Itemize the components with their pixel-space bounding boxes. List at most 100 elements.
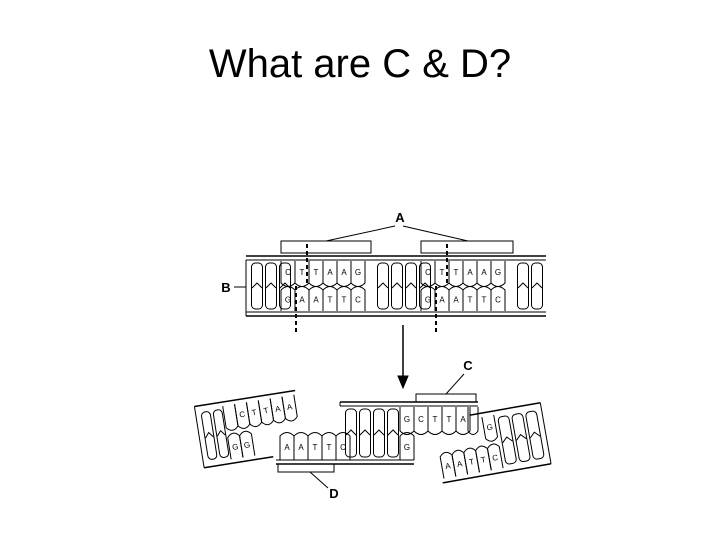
top-base-letter: C <box>285 268 291 277</box>
bond-zigzag <box>216 429 226 437</box>
top-base-slot <box>281 394 298 422</box>
bond-zigzag <box>345 429 357 436</box>
frag-left-top-rail <box>194 389 296 408</box>
label-b-group: B <box>221 260 247 316</box>
bond-zigzag <box>405 282 417 289</box>
top-base-letter: C <box>425 268 431 277</box>
label-d-group: D <box>277 463 339 501</box>
bond-zigzag <box>359 429 371 436</box>
bottom-base-letter: T <box>342 296 347 305</box>
label-c-group: C <box>415 358 477 403</box>
site-bracket-2 <box>420 240 514 254</box>
base-pair-cell <box>212 409 230 458</box>
frag-left-bottom-rail <box>203 456 274 469</box>
frag-left-end <box>193 406 205 468</box>
bond-zigzag <box>251 282 263 289</box>
bottom-base-letter: A <box>284 443 290 452</box>
bottom-base-letter: A <box>298 443 304 452</box>
frag-right-top-rail <box>469 401 541 416</box>
bottom-base-letter: T <box>468 457 474 467</box>
bond-zigzag <box>502 436 513 444</box>
base-pair-cell <box>405 262 417 310</box>
bond-zigzag <box>517 282 529 289</box>
label-c: C <box>463 358 473 373</box>
bottom-base-letter: C <box>495 296 501 305</box>
base-pair-cell <box>517 262 529 310</box>
pointer-c <box>445 373 465 395</box>
bottom-base-letter: T <box>313 443 318 452</box>
bottom-base-letter: G <box>425 296 431 305</box>
bottom-base-letter: A <box>453 296 459 305</box>
base-pair-cell <box>387 408 399 458</box>
bond-zigzag <box>265 282 277 289</box>
top-base-letter: T <box>300 268 305 277</box>
base-pair-cell <box>525 410 545 460</box>
frag-right-bottom-rail <box>442 463 552 484</box>
label-a-group: A <box>280 210 514 254</box>
top-base-letter: A <box>467 268 473 277</box>
top-base-letter: T <box>314 268 319 277</box>
top-base-slot <box>481 414 499 442</box>
reaction-arrow <box>397 325 409 390</box>
bond-zigzag <box>377 282 389 289</box>
bottom-base-letter: A <box>299 296 305 305</box>
base-pair-cell <box>345 408 357 458</box>
base-pair-cell <box>251 262 263 310</box>
bottom-base-letter: C <box>355 296 361 305</box>
top-base-letter: A <box>327 268 333 277</box>
top-base-letter: T <box>263 406 269 416</box>
top-base-letter: G <box>486 422 494 432</box>
top-base-letter: C <box>239 410 246 420</box>
top-base-letter: G <box>355 268 361 277</box>
bottom-base-letter: T <box>480 455 486 465</box>
bond-zigzag <box>391 282 403 289</box>
top-base-letter: T <box>454 268 459 277</box>
bottom-base-letter: G <box>231 442 239 452</box>
bottom-base-letter: A <box>444 461 451 471</box>
overhang-bracket-d <box>277 463 335 473</box>
top-base-letter: A <box>286 402 293 412</box>
top-base-slot <box>455 407 471 435</box>
bottom-base-slot <box>350 286 366 311</box>
base-pair-cell <box>377 262 389 310</box>
bottom-base-letter: C <box>340 443 346 452</box>
bottom-base-letter: A <box>313 296 319 305</box>
bond-zigzag <box>373 429 385 436</box>
pointer-d <box>309 471 329 489</box>
top-base-slot <box>467 407 479 435</box>
bottom-base-letter: G <box>285 296 291 305</box>
site-bracket-1 <box>280 240 372 254</box>
top-base-letter: G <box>495 268 501 277</box>
base-pair-cell <box>201 411 218 460</box>
base-pair-cell <box>373 408 385 458</box>
top-base-letter: T <box>433 415 438 424</box>
bottom-base-letter: A <box>439 296 445 305</box>
bond-zigzag <box>516 433 527 441</box>
bottom-base-slot <box>335 432 351 460</box>
bottom-base-letter: A <box>456 459 463 469</box>
bond-zigzag <box>529 431 541 439</box>
bottom-base-letter: C <box>492 453 499 463</box>
top-base-letter: T <box>447 415 452 424</box>
bottom-base-letter: T <box>327 443 332 452</box>
bottom-base-slot <box>490 286 506 311</box>
top-base-letter: T <box>251 408 257 418</box>
bond-zigzag <box>387 429 399 436</box>
bottom-base-letter: G <box>243 440 251 450</box>
bottom-base-letter: G <box>404 443 410 452</box>
base-pair-cell <box>391 262 403 310</box>
bottom-base-letter: T <box>468 296 473 305</box>
bottom-base-slot <box>239 430 256 458</box>
top-base-letter: A <box>481 268 487 277</box>
arrow-head <box>397 375 409 390</box>
label-b: B <box>221 280 230 295</box>
frag-right-end <box>539 402 552 464</box>
